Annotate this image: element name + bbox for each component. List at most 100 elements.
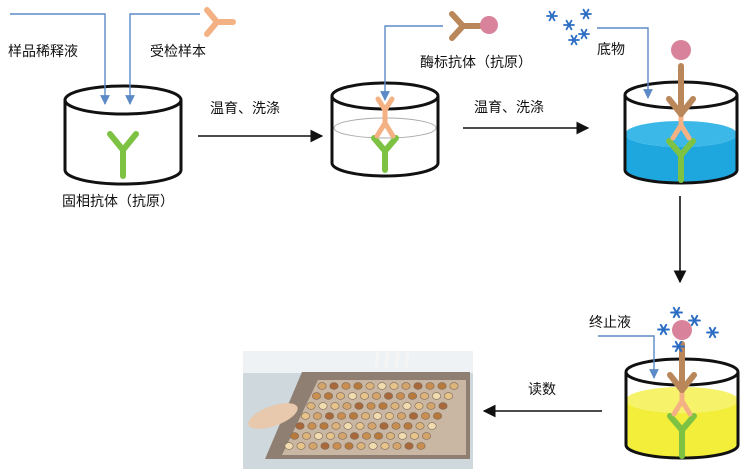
plate-well [380,442,390,450]
plate-well [402,402,412,410]
pipette-tips [374,350,410,369]
plate-wells [284,382,459,450]
plate-well [312,412,322,420]
solid-phase-antibody-icon [371,135,399,173]
plate-well [391,422,401,430]
plate-well [360,412,370,420]
well-3 [623,40,739,185]
plate-well [443,392,453,400]
plate-well [325,432,335,440]
plate-well [349,432,359,440]
plate-well [377,382,387,390]
plate-well [368,442,378,450]
substrate-arrow [597,27,653,99]
plate-well [421,432,431,440]
plate-well [366,402,376,410]
plate-well [330,402,340,410]
sample-arrow [125,13,200,105]
substrate-molecule-icon [546,8,592,46]
plate-well [416,442,426,450]
plate-well [347,392,357,400]
sample-antigen-icon [204,7,236,37]
well-1 [63,84,183,186]
plate-well [311,392,321,400]
label-read: 读数 [528,382,556,398]
plate-well [413,382,423,390]
solid-phase-antibody-icon [666,138,696,183]
plate-well [361,432,371,440]
plate-well [403,422,413,430]
plate-well [331,422,341,430]
plate-well [427,422,437,430]
plate-well [324,412,334,420]
plate-well [335,392,345,400]
plate-well [313,432,323,440]
plate-well [396,412,406,420]
plate-well [332,442,342,450]
label-test-sample: 受检样本 [150,44,206,60]
label-incubate-wash-1: 温育、洗涤 [210,101,280,117]
plate-well [295,422,305,430]
plate-well [378,402,388,410]
plate-well [318,402,328,410]
plate-well [397,432,407,440]
plate-well [438,402,448,410]
plate-well [306,402,316,410]
plate-well [353,382,363,390]
plate-well [415,422,425,430]
plate-well [414,402,424,410]
label-stop-solution: 终止液 [589,315,631,331]
plate-well [337,432,347,440]
plate-well [355,422,365,430]
plate-well [319,422,329,430]
plate-well [300,412,310,420]
plate-well [384,412,394,420]
plate-well [373,432,383,440]
enzyme-icon [671,40,691,60]
plate-well [336,412,346,420]
enzyme-antibody-icon [449,11,498,41]
plate-well [408,412,418,420]
enzyme-icon [672,320,692,340]
plate-well [354,402,364,410]
captured-antigen-icon [374,96,396,139]
plate-well [348,412,358,420]
plate-well [392,442,402,450]
plate-well [383,392,393,400]
enzyme-antibody-icon [667,320,697,393]
plate-well [307,422,317,430]
plate-well [367,422,377,430]
plate-well [404,442,414,450]
plate-well [371,392,381,400]
plate-well [320,442,330,450]
plate-well [431,392,441,400]
plate-well [296,442,306,450]
well-2 [330,81,440,178]
plate-well [344,442,354,450]
plate-well [284,442,294,450]
label-sample-diluent: 样品稀释液 [8,44,78,60]
hand-thumb [248,403,298,429]
plate-well [390,402,400,410]
plate-well [356,442,366,450]
enzyme-antibody-icon [666,40,696,117]
solid-phase-antibody-icon [107,131,139,179]
plate-well [395,392,405,400]
plate-well [420,412,430,420]
plate-well [372,412,382,420]
plate-well [425,382,435,390]
plate-well [407,392,417,400]
solid-phase-antibody-icon [667,413,697,459]
plate-well [437,382,447,390]
enzyme-icon [480,16,498,34]
plate-well [389,382,399,390]
label-incubate-wash-2: 温育、洗涤 [474,100,544,116]
plate-well [409,432,419,440]
plate-well [343,422,353,430]
plate-well [419,392,429,400]
plate-well [341,382,351,390]
plate-well [329,382,339,390]
label-substrate: 底物 [597,42,625,58]
microplate-photo [243,350,473,469]
